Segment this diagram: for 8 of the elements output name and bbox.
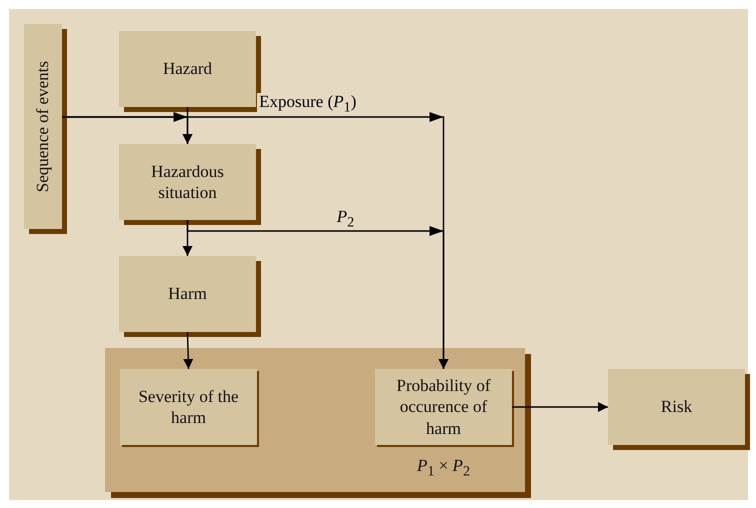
formula-label: P$_{1}$ × P$_{2}$ bbox=[416, 455, 472, 482]
process-box: Severity of the harm bbox=[120, 369, 257, 445]
group-box bbox=[105, 348, 525, 492]
sequence-bar: Sequence of events bbox=[24, 24, 62, 229]
process-box: Harm bbox=[119, 256, 256, 332]
process-box: Hazard bbox=[119, 31, 256, 107]
process-box: Hazardous situation bbox=[119, 144, 256, 220]
process-box: Risk bbox=[608, 369, 745, 445]
